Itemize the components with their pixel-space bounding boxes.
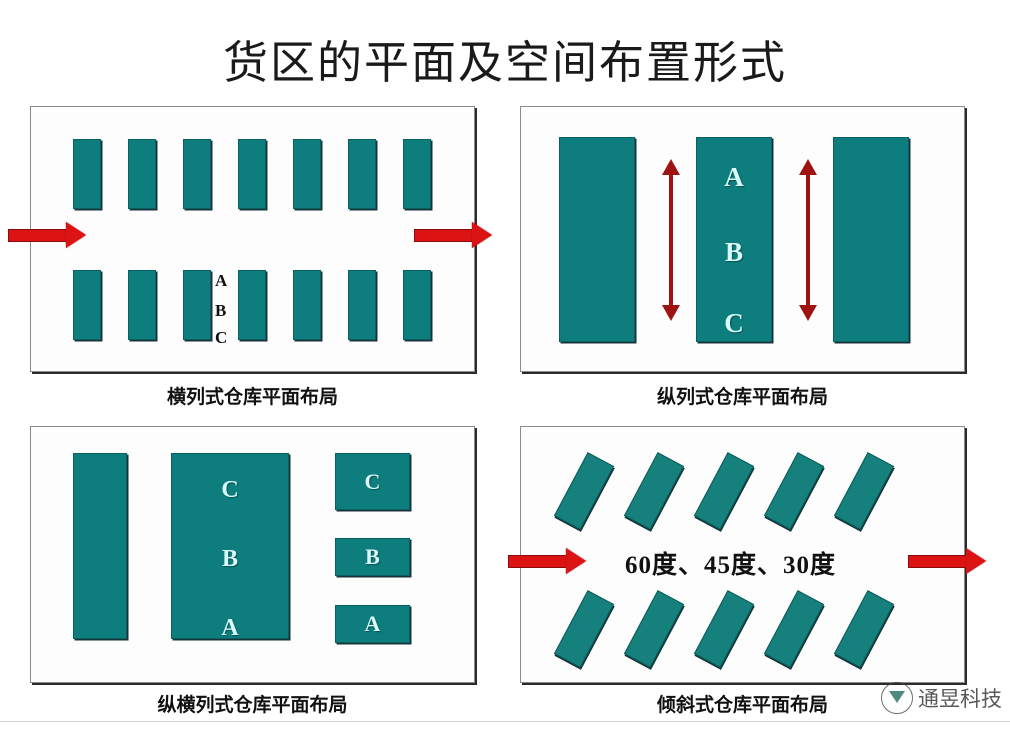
shelf-block-right-b: B	[335, 538, 410, 576]
zone-label-b: B	[365, 544, 380, 569]
watermark: 通昱科技	[881, 682, 1002, 714]
shelf-block-right-c: C	[335, 453, 410, 510]
shelf-block-angled	[833, 590, 895, 668]
panel-caption-transverse: 横列式仓库平面布局	[166, 387, 338, 408]
panel-caption-angled: 倾斜式仓库平面布局	[656, 695, 828, 716]
page-title: 货区的平面及空间布置形式	[222, 38, 787, 88]
shelf-block	[128, 139, 156, 209]
shelf-block-right-a: A	[335, 605, 410, 643]
shelf-block-angled	[623, 452, 685, 530]
zone-label-a: A	[724, 162, 744, 192]
arrow-stem	[414, 229, 472, 242]
zone-label-a: A	[364, 611, 381, 636]
exit-arrow-right	[908, 548, 986, 574]
zone-label-a: A	[215, 271, 228, 290]
shelf-block	[73, 270, 101, 340]
shelf-block-center-labeled: C B A	[171, 453, 289, 641]
shelf-block-angled	[693, 590, 755, 668]
panel-transverse-layout: A B C	[30, 106, 475, 372]
shelf-block	[293, 139, 321, 209]
zone-label-c: C	[221, 477, 239, 503]
zone-label-c: C	[364, 468, 381, 494]
exit-arrow-right	[414, 222, 492, 248]
shelf-block	[238, 270, 266, 340]
shelf-block	[348, 270, 376, 340]
arrow-stem	[806, 173, 810, 307]
shelf-block-angled	[833, 452, 895, 530]
shelf-block	[559, 137, 635, 342]
entry-arrow-left	[508, 548, 586, 574]
shelf-block	[833, 137, 909, 342]
arrow-head-up	[799, 159, 817, 175]
panel-caption-longitudinal: 纵列式仓库平面布局	[656, 387, 828, 408]
entry-arrow-left	[8, 222, 86, 248]
shelf-block	[348, 139, 376, 209]
shelf-block	[128, 270, 156, 340]
shelf-block-angled	[623, 590, 685, 668]
watermark-text: 通昱科技	[918, 687, 1002, 711]
shelf-block	[183, 270, 211, 340]
shelf-block	[403, 139, 431, 209]
shelf-block-angled	[763, 452, 825, 530]
arrow-stem	[669, 173, 673, 307]
angle-note: 60度、45度、30度	[625, 552, 837, 579]
shelf-block-angled	[763, 590, 825, 668]
brand-logo-icon	[881, 682, 913, 714]
shelf-block	[183, 139, 211, 209]
arrow-head-down	[662, 305, 680, 321]
arrow-stem	[8, 229, 66, 242]
shelf-block-angled	[693, 452, 755, 530]
zone-label-c: C	[724, 308, 744, 338]
arrow-stem	[508, 555, 566, 568]
arrow-head-up	[662, 159, 680, 175]
shelf-block	[73, 139, 101, 209]
panel-mixed-layout: C B A C B A	[30, 426, 475, 683]
arrow-head	[966, 548, 986, 574]
panel-longitudinal-layout: A B C	[520, 106, 965, 372]
aisle-double-arrow	[662, 159, 680, 321]
arrow-stem	[908, 555, 966, 568]
zone-label-c: C	[215, 328, 228, 347]
arrow-head	[66, 222, 86, 248]
arrow-head-down	[799, 305, 817, 321]
shelf-block-angled	[553, 590, 615, 668]
bottom-divider	[0, 721, 1010, 722]
panel-caption-mixed: 纵横列式仓库平面布局	[157, 695, 348, 716]
zone-label-b: B	[221, 546, 238, 572]
shelf-block-labeled: A B C	[696, 137, 772, 342]
shelf-block-left	[73, 453, 127, 639]
shelf-block-angled	[553, 452, 615, 530]
shelf-block	[238, 139, 266, 209]
shelf-block	[403, 270, 431, 340]
zone-label-a: A	[221, 615, 239, 641]
arrow-head	[566, 548, 586, 574]
zone-label-b: B	[215, 301, 227, 320]
panel-angled-layout: 60度、45度、30度	[520, 426, 965, 683]
zone-label-b: B	[724, 237, 743, 267]
aisle-double-arrow	[799, 159, 817, 321]
arrow-head	[472, 222, 492, 248]
shelf-block	[293, 270, 321, 340]
